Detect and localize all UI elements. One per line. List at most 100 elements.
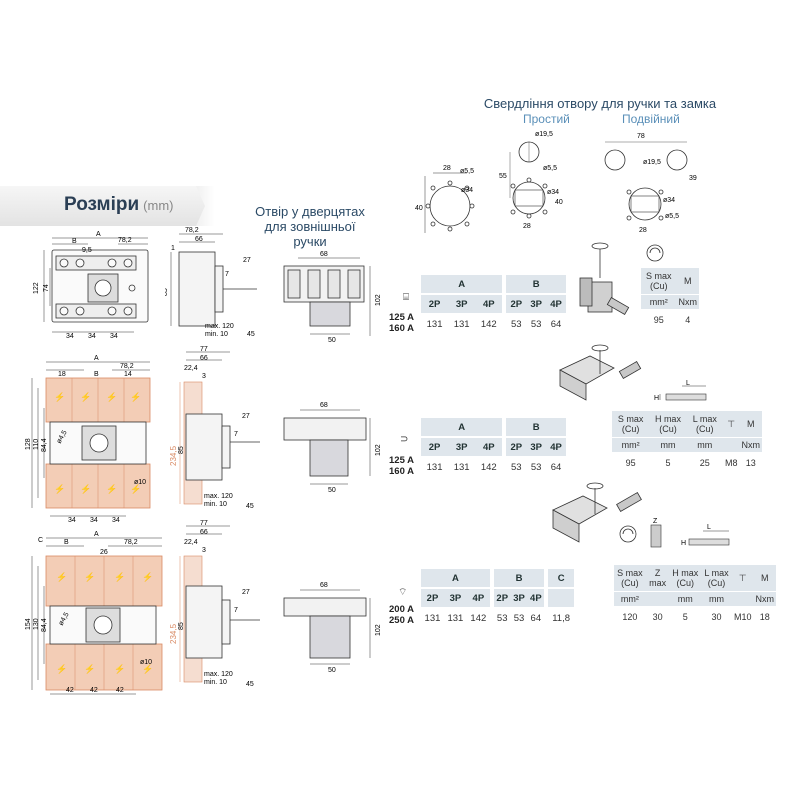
terminal-illustration-3 (552, 482, 642, 543)
spec2-unit-3: mm (686, 437, 723, 452)
row3-dim-84,4: 84,4 (41, 618, 48, 632)
spec2-header-5: M (739, 411, 762, 438)
row2-top-102: 102 (375, 444, 382, 456)
spec3-unit-1: mm² (614, 591, 646, 606)
svg-text:⚡: ⚡ (106, 391, 117, 403)
row3-dim-C: C (38, 537, 43, 544)
row1-header-A: A (421, 275, 503, 294)
drilling-double-label: Подвійний (622, 112, 680, 126)
row2-side-3: 3 (202, 373, 206, 380)
row1-header-B: B (506, 275, 566, 294)
terminal-illustration-1 (579, 242, 630, 316)
row1-side-7: 7 (225, 271, 229, 278)
row2-pole-2: 3P (448, 436, 476, 456)
row3-dim-78,2: 78,2 (124, 539, 138, 546)
row3-dim-154: 154 (25, 618, 32, 630)
row2-header-A: A (421, 418, 503, 437)
row2-dim-18: 18 (58, 371, 66, 378)
row1-value-4: 53 (510, 318, 522, 330)
row2-pole-5: 3P (526, 436, 547, 456)
spec1-unit-2: Nxm (676, 294, 699, 309)
z-label: Z (653, 518, 658, 525)
svg-text:⚡: ⚡ (56, 571, 67, 583)
spec2-value-3: 25 (699, 458, 710, 468)
row2-dim-128: 128 (25, 438, 32, 450)
row1-dim-bottom-2: 34 (88, 333, 96, 340)
drilling-heading: Свердління отвору для ручки та замка (483, 96, 717, 111)
row3-ratings: 200 A 250 A (384, 604, 414, 626)
h-label-1: H (654, 395, 659, 402)
row1-side-view: 78,2 66 1 85 7 27 max. 120 min. 10 45 (165, 227, 257, 338)
row3-side-3: 3 (202, 547, 206, 554)
spec2-value-1: 95 (625, 458, 636, 468)
row3-value-2: 131 (447, 612, 464, 624)
row3-value-1: 131 (424, 612, 441, 624)
dim-double-ø5,5: ø5,5 (665, 213, 679, 220)
spec3-header-6: M (753, 565, 776, 592)
row1-dim-122: 122 (33, 282, 40, 294)
row1-dim-B: B (72, 238, 77, 245)
spec3-value-1: 120 (622, 612, 638, 622)
dim-simple-28: 28 (523, 223, 531, 230)
dim-simple-ø5,5: ø5,5 (543, 165, 557, 172)
row2-dim-78,2: 78,2 (120, 363, 134, 370)
torque-icon-1 (646, 244, 664, 262)
row1-side-78,2: 78,2 (185, 227, 199, 234)
row1-top-view: 68 102 50 (283, 251, 382, 342)
row3-side-view: 77 66 22,4 3 234,5 85 7 27 max. 120 min.… (169, 520, 260, 688)
row2-pole-3: 4P (475, 436, 503, 456)
dim-simple-40: 40 (555, 199, 563, 206)
row1-dim-9,5: 9,5 (82, 247, 92, 254)
row3-pole-2: 3P (443, 587, 467, 607)
row2-pole-6: 4P (546, 436, 566, 456)
dim-left-ø34: ø34 (461, 187, 473, 194)
svg-text:⚡: ⚡ (130, 483, 141, 495)
spec3-unit-6: Nxm (753, 591, 776, 606)
row1-side-45: 45 (247, 331, 255, 338)
row3-pole-1: 2P (421, 587, 444, 607)
row2-dim-A: A (94, 355, 99, 362)
row1-value-1: 131 (426, 318, 443, 330)
row2-side-234,5: 234,5 (169, 445, 178, 466)
row1-pole-2: 3P (448, 293, 476, 313)
row3-dim-130: 130 (33, 618, 40, 630)
title-bar (0, 186, 205, 226)
row3-top-50: 50 (328, 667, 336, 672)
row3-pole-3: 4P (466, 587, 490, 607)
dim-left-ø5,5: ø5,5 (460, 168, 474, 175)
row2-dim-B: B (94, 371, 99, 378)
row1-dim-bottom-1: 34 (66, 333, 74, 340)
spec1-header-1: S max (Cu) (641, 268, 677, 295)
svg-text:⚡: ⚡ (130, 391, 141, 403)
row3-value-6: 64 (530, 612, 542, 624)
row1-dim-74: 74 (43, 284, 50, 292)
spec3-header-1: S max (Cu) (614, 565, 646, 592)
spec2-unit-1: mm² (612, 437, 650, 452)
door-hole-heading: Отвір у дверцятах для зовнішньої ручки (255, 204, 365, 249)
spec2-header-1: S max (Cu) (612, 411, 650, 438)
row3-value-7: 11,8 (552, 612, 571, 624)
spec3-value-3: 5 (682, 612, 688, 622)
terminal-illustration-2 (559, 344, 642, 401)
dim-simple-ø34: ø34 (547, 189, 559, 196)
row1-rating-1: 125 A (389, 312, 414, 323)
dim-left-40: 40 (415, 205, 423, 212)
row2-header-B: B (506, 418, 566, 437)
row3-header-B: B (493, 569, 545, 588)
row1-value-5: 53 (530, 318, 542, 330)
row1-pole-4: 2P (506, 293, 527, 313)
row2-value-2: 131 (453, 461, 470, 473)
svg-text:⚡: ⚡ (80, 483, 91, 495)
spec3-unit-3: mm (669, 591, 702, 606)
row2-top-50: 50 (328, 487, 336, 492)
row3-rating-2: 250 A (389, 615, 414, 626)
row1-dim-78,2: 78,2 (118, 237, 132, 244)
row3-header-A: A (421, 569, 490, 588)
bolt-icon: ⊤ (738, 573, 747, 583)
row1-top-102: 102 (375, 294, 382, 306)
row1-pole-3: 4P (475, 293, 503, 313)
lug-icon: ⊃ (400, 434, 409, 445)
